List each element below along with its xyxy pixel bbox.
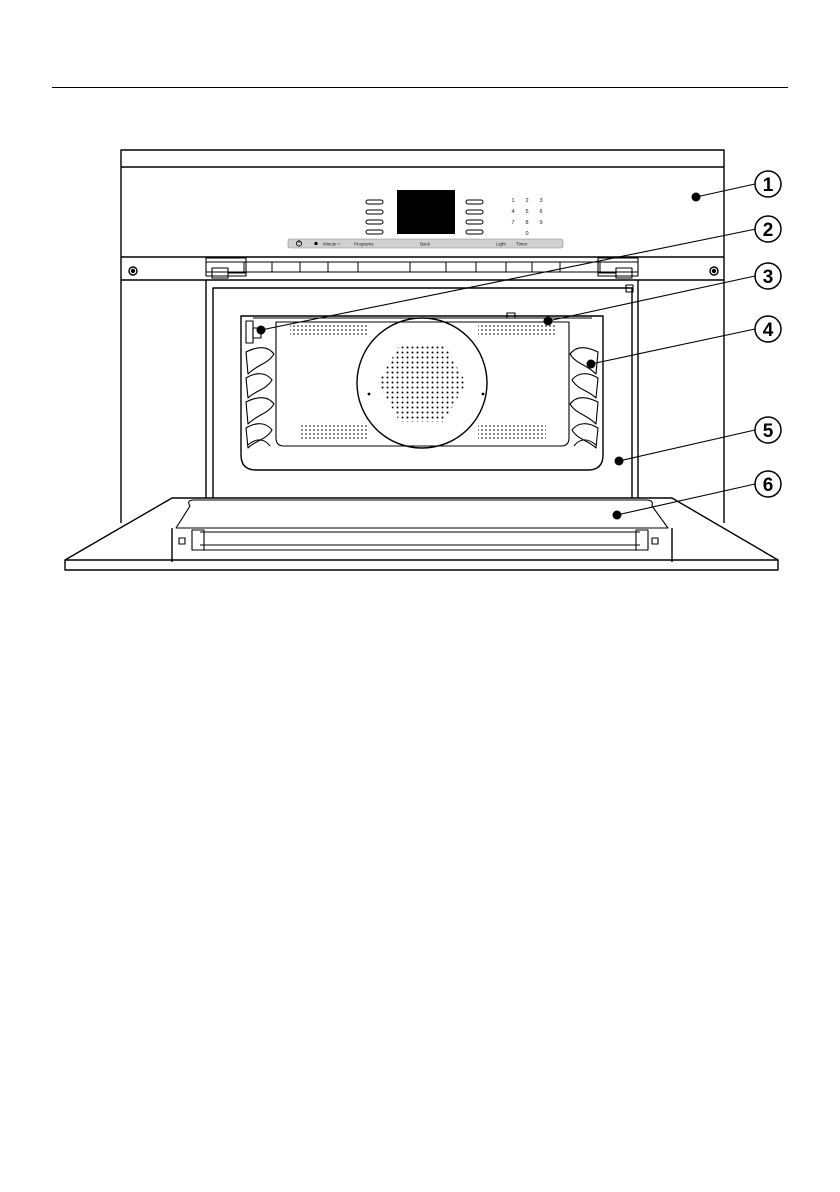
keypad-key[interactable]: 6 xyxy=(539,209,542,215)
keypad-key[interactable]: 9 xyxy=(539,220,542,226)
housing-screw-right xyxy=(710,267,718,275)
callout-number: 2 xyxy=(763,220,774,241)
display-screen xyxy=(397,190,455,234)
keypad-key[interactable]: 4 xyxy=(511,209,514,215)
sensor-buttons-left xyxy=(366,200,383,234)
callout-1: 1 xyxy=(755,171,781,197)
rear-vent-top-left xyxy=(290,323,368,337)
door-hinge-bracket-right xyxy=(636,530,658,550)
label-back[interactable]: Back xyxy=(420,242,431,247)
sensor-buttons-right xyxy=(466,200,483,234)
label-minute-minder[interactable]: Minute + xyxy=(323,242,341,247)
keypad-key[interactable]: 5 xyxy=(525,209,528,215)
keypad-key[interactable]: 2 xyxy=(525,198,528,204)
callout-number: 4 xyxy=(763,320,774,341)
rear-vent-bottom-left xyxy=(300,423,368,439)
callout-5: 5 xyxy=(755,417,781,443)
sensor-button[interactable] xyxy=(466,210,483,214)
keypad-key[interactable]: 3 xyxy=(539,198,542,204)
hinge-left xyxy=(206,258,246,278)
keypad-key[interactable]: 1 xyxy=(511,198,514,204)
callout-number: 5 xyxy=(763,421,774,442)
housing-screw-left xyxy=(129,267,137,275)
sensor-button[interactable] xyxy=(366,230,383,234)
rear-vent-top-right xyxy=(478,323,556,337)
numeric-keypad[interactable]: 1 2 3 4 5 6 7 8 9 0 xyxy=(511,198,542,237)
sensor-button[interactable] xyxy=(366,210,383,214)
oven-door xyxy=(65,498,778,570)
callout-3: 3 xyxy=(755,263,781,289)
rear-vent-bottom-right xyxy=(478,423,546,439)
callout-number: 6 xyxy=(763,475,774,496)
callout-number: 3 xyxy=(763,267,774,288)
fan-vent xyxy=(378,344,466,422)
label-programs[interactable]: Programs xyxy=(354,242,374,247)
sensor-button[interactable] xyxy=(366,200,383,204)
keypad-key[interactable]: 7 xyxy=(511,220,514,226)
label-timer[interactable]: Timer xyxy=(516,242,528,247)
callout-number: 1 xyxy=(763,175,774,196)
keypad-key[interactable]: 8 xyxy=(525,220,528,226)
sensor-button[interactable] xyxy=(466,230,483,234)
sensor-button[interactable] xyxy=(366,220,383,224)
settings-icon[interactable] xyxy=(314,242,317,245)
callout-leaders xyxy=(261,184,756,515)
hinge-right xyxy=(598,258,638,278)
door-hinge-bracket-left xyxy=(179,530,204,550)
label-light[interactable]: Light xyxy=(496,242,507,247)
callout-4: 4 xyxy=(755,316,781,342)
callout-6: 6 xyxy=(755,471,781,497)
keypad-key[interactable]: 0 xyxy=(525,231,528,237)
callout-2: 2 xyxy=(755,216,781,242)
side-runners-left xyxy=(246,348,274,448)
sensor-button[interactable] xyxy=(466,200,483,204)
sensor-button[interactable] xyxy=(466,220,483,224)
